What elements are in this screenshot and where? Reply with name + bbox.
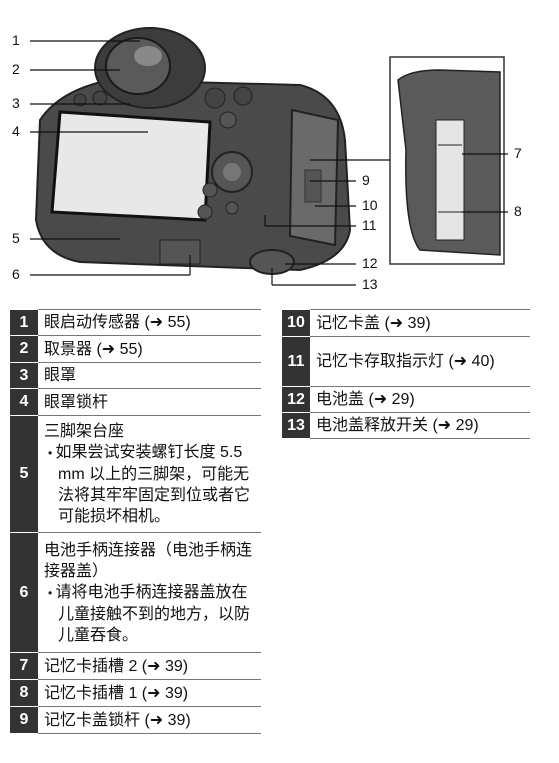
item-number: 4 — [10, 388, 38, 416]
item-label: 眼启动传感器 (➜ 55) — [38, 309, 261, 336]
table-row: 3 眼罩 — [10, 362, 261, 389]
table-row: 9 记忆卡盖锁杆 (➜ 39) — [10, 706, 261, 734]
callout-7: 7 — [514, 145, 522, 161]
item-label: 电池盖 (➜ 29) — [310, 386, 530, 413]
item-label: 记忆卡存取指示灯 (➜ 40) — [310, 336, 530, 387]
item-label: 取景器 (➜ 55) — [38, 335, 261, 363]
item-number: 8 — [10, 679, 38, 707]
callout-5: 5 — [12, 230, 20, 246]
camera-illustration — [30, 27, 508, 286]
table-row: 10 记忆卡盖 (➜ 39) — [282, 309, 530, 337]
item-label: 记忆卡插槽 1 (➜ 39) — [38, 679, 261, 707]
table-row: 11 记忆卡存取指示灯 (➜ 40) — [282, 336, 530, 387]
item-number: 7 — [10, 652, 38, 680]
item-number: 3 — [10, 362, 38, 389]
item-label: 记忆卡盖锁杆 (➜ 39) — [38, 706, 261, 734]
callout-1: 1 — [12, 32, 20, 48]
table-row: 1 眼启动传感器 (➜ 55) — [10, 309, 261, 336]
table-row: 5 三脚架台座 如果尝试安装螺钉长度 5.5 mm 以上的三脚架，可能无法将其牢… — [10, 415, 261, 533]
item-label: 电池盖释放开关 (➜ 29) — [310, 412, 530, 439]
item-label: 记忆卡盖 (➜ 39) — [310, 309, 530, 337]
table-row: 8 记忆卡插槽 1 (➜ 39) — [10, 679, 261, 707]
item-note: 请将电池手柄连接器盖放在儿童接触不到的地方，以防儿童吞食。 — [44, 582, 255, 646]
item-label: 三脚架台座 — [44, 423, 125, 440]
item-label: 眼罩 — [38, 362, 261, 389]
callout-6: 6 — [12, 266, 20, 282]
table-row: 12 电池盖 (➜ 29) — [282, 386, 530, 413]
item-number: 9 — [10, 706, 38, 734]
item-number: 6 — [10, 532, 38, 653]
item-note: 如果尝试安装螺钉长度 5.5 mm 以上的三脚架，可能无法将其牢牢固定到位或者它… — [44, 442, 255, 527]
callout-3: 3 — [12, 95, 20, 111]
callout-12: 12 — [362, 255, 378, 271]
parts-table-left: 1 眼启动传感器 (➜ 55) 2 取景器 (➜ 55) 3 眼罩 4 眼罩锁杆… — [10, 309, 261, 734]
table-row: 2 取景器 (➜ 55) — [10, 335, 261, 363]
item-label: 眼罩锁杆 — [38, 388, 261, 416]
callout-2: 2 — [12, 61, 20, 77]
item-label: 记忆卡插槽 2 (➜ 39) — [38, 652, 261, 680]
table-row: 13 电池盖释放开关 (➜ 29) — [282, 412, 530, 439]
item-number: 10 — [282, 309, 310, 337]
callout-4: 4 — [12, 123, 20, 139]
table-row: 7 记忆卡插槽 2 (➜ 39) — [10, 652, 261, 680]
callout-10: 10 — [362, 197, 378, 213]
item-label: 电池手柄连接器（电池手柄连接器盖） — [44, 541, 253, 580]
callout-13: 13 — [362, 276, 378, 292]
item-number: 1 — [10, 309, 38, 336]
item-number: 12 — [282, 386, 310, 413]
callout-11: 11 — [362, 217, 377, 233]
callout-9: 9 — [362, 172, 370, 188]
callout-8: 8 — [514, 203, 522, 219]
table-row: 4 眼罩锁杆 — [10, 388, 261, 416]
item-number: 11 — [282, 336, 310, 387]
item-number: 13 — [282, 412, 310, 439]
parts-table-right: 10 记忆卡盖 (➜ 39) 11 记忆卡存取指示灯 (➜ 40) 12 电池盖… — [282, 309, 530, 439]
item-number: 2 — [10, 335, 38, 363]
item-number: 5 — [10, 415, 38, 533]
camera-rear-figure: 1 2 3 4 5 6 7 8 9 10 11 12 13 — [0, 0, 559, 300]
table-row: 6 电池手柄连接器（电池手柄连接器盖） 请将电池手柄连接器盖放在儿童接触不到的地… — [10, 532, 261, 653]
